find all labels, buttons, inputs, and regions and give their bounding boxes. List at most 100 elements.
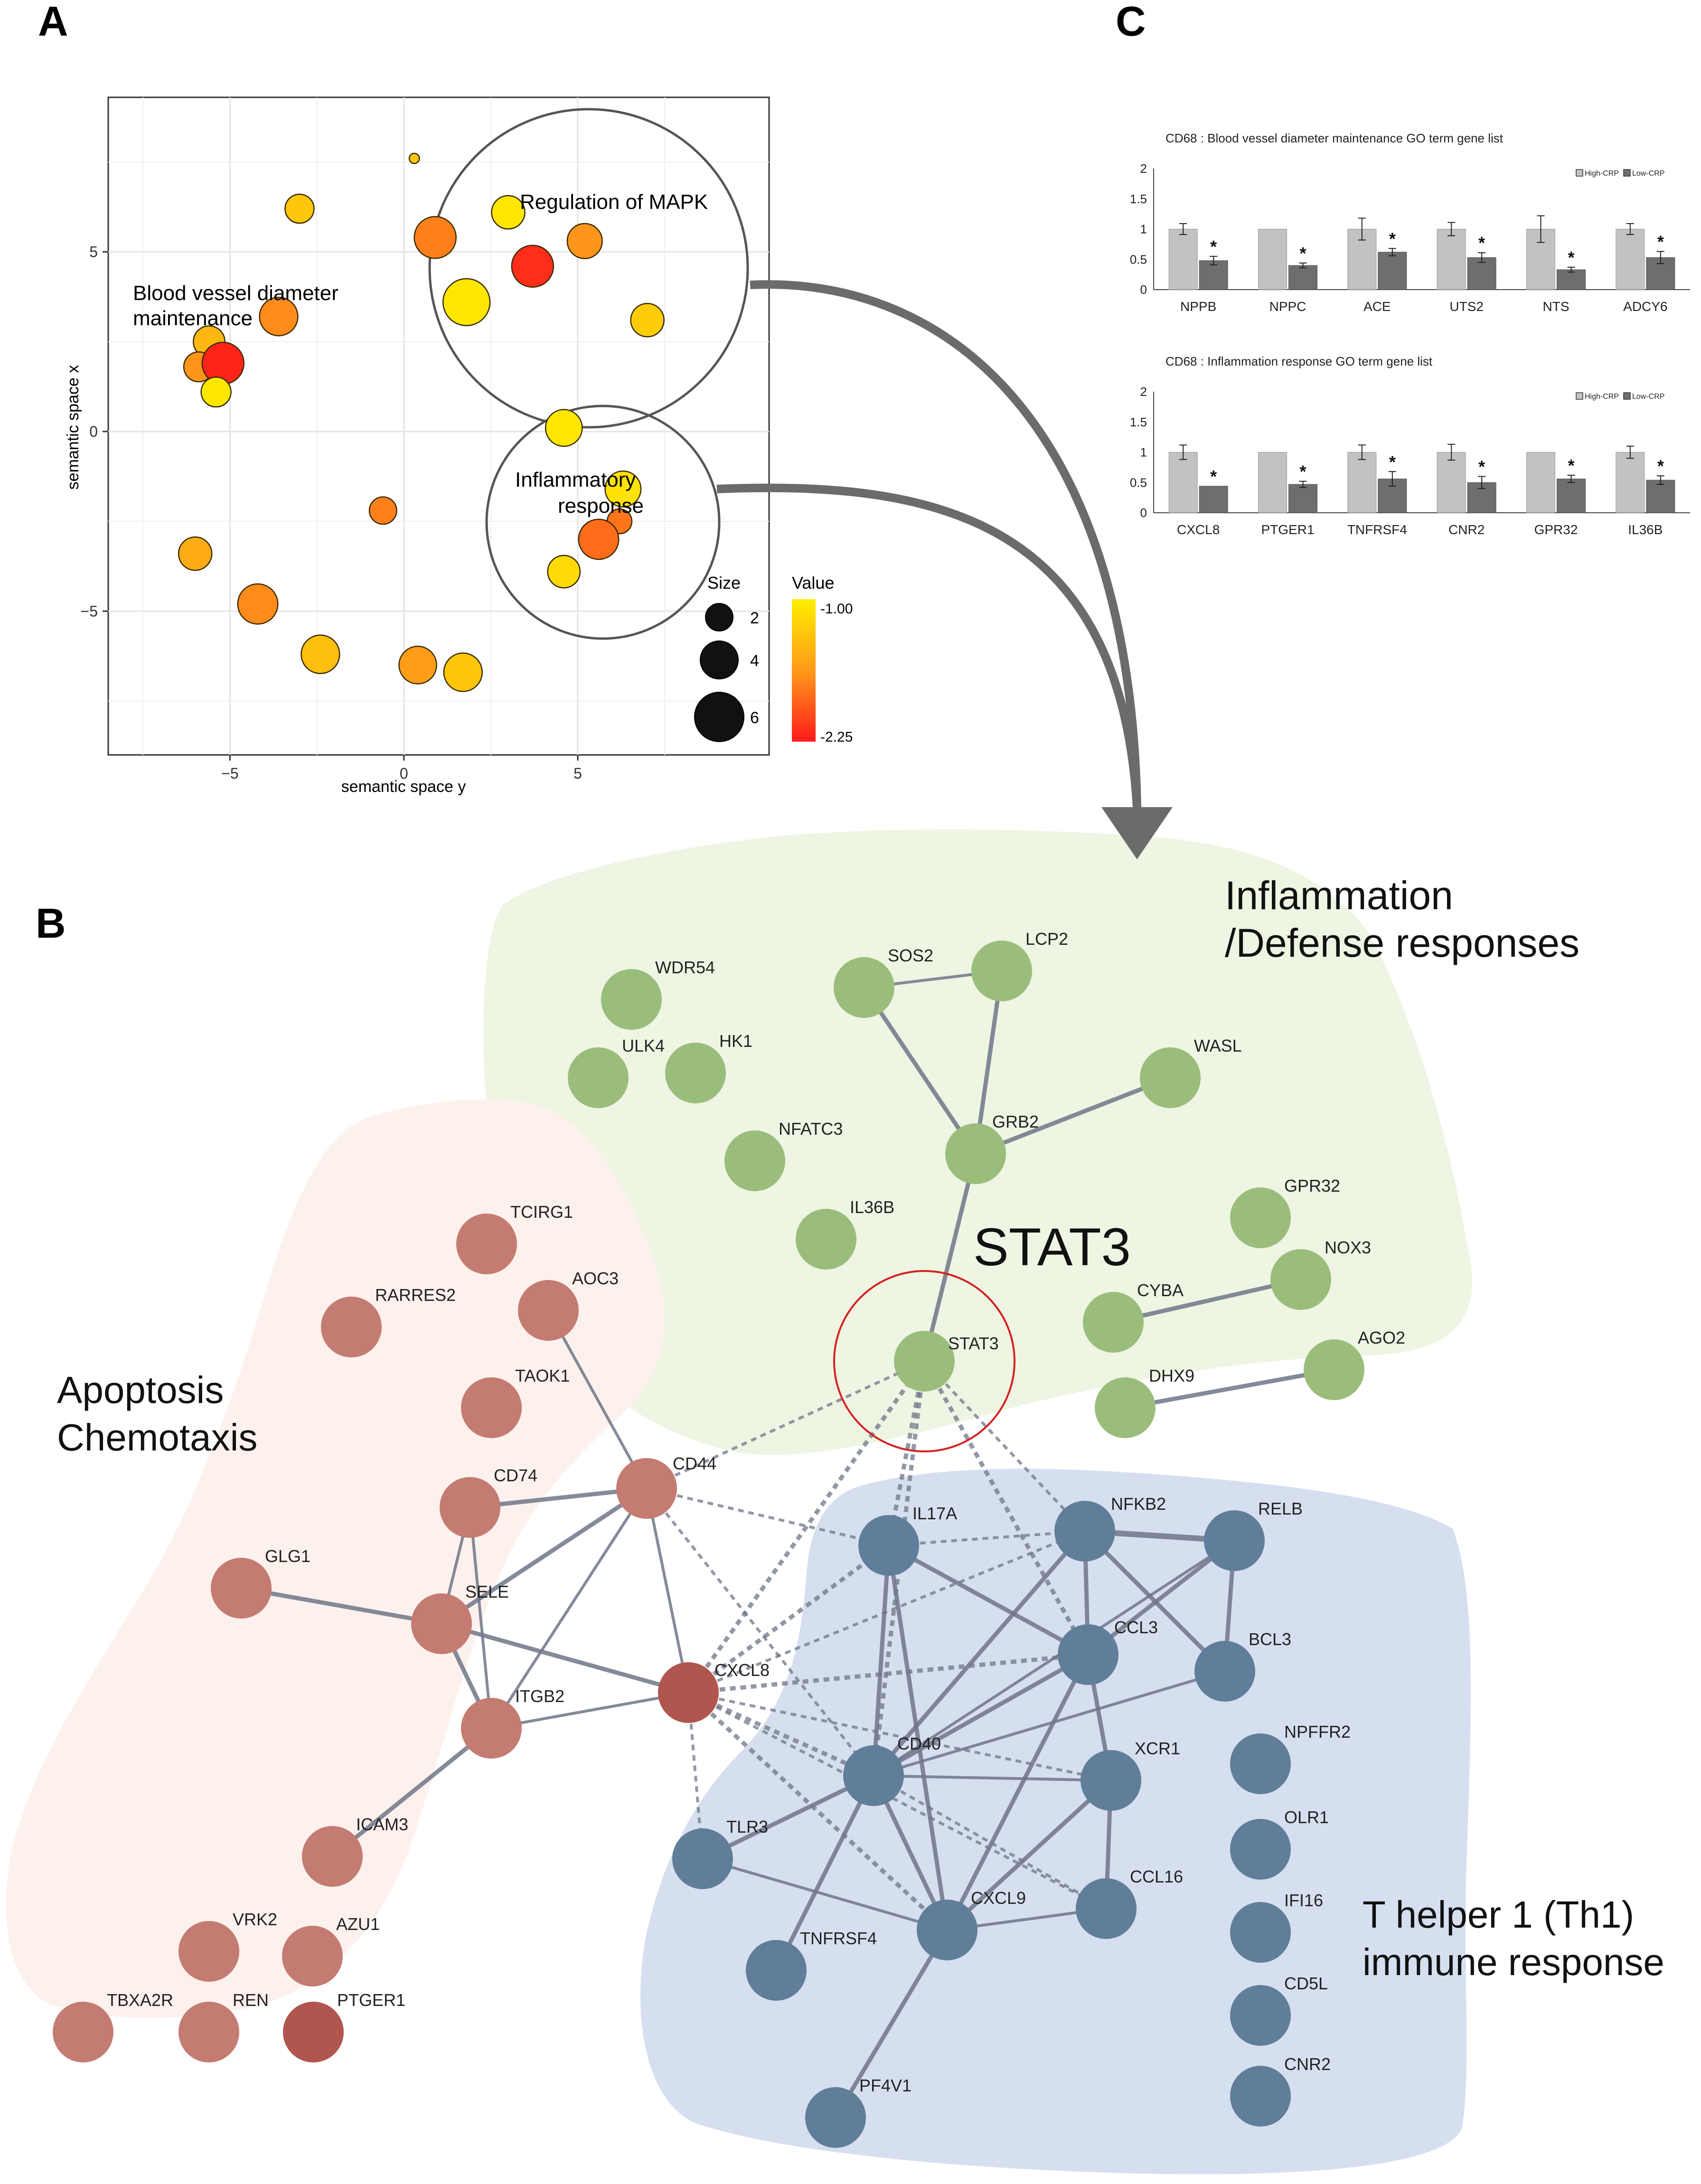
node-nfatc3[interactable]: NFATC3 (724, 1119, 843, 1191)
node-vrk2[interactable]: VRK2 (179, 1910, 277, 1982)
panel-label-a: A (38, 0, 68, 45)
node-ren[interactable]: REN (179, 1990, 269, 2062)
edge-glg1-sele (241, 1586, 442, 1626)
node-ulk4[interactable]: ULK4 (568, 1036, 665, 1108)
significance-marker: * (1299, 244, 1306, 263)
bar-category-label: TNFRSF4 (1347, 522, 1407, 537)
node-tbxa2r[interactable]: TBXA2R (53, 1990, 173, 2062)
node-sos2[interactable]: SOS2 (834, 946, 933, 1018)
node-circle (917, 1900, 977, 1960)
node-nfkb2[interactable]: NFKB2 (1054, 1494, 1166, 1562)
bubble (237, 583, 279, 625)
node-cxcl8[interactable]: CXCL8 (658, 1660, 770, 1723)
node-circle (665, 1043, 726, 1103)
legend-label-high: High-CRP (1585, 169, 1619, 178)
node-cyba[interactable]: CYBA (1083, 1280, 1184, 1353)
bubble (442, 278, 491, 327)
edge-cxcl8-cxcl9 (686, 1691, 949, 1932)
node-ago2[interactable]: AGO2 (1304, 1328, 1405, 1400)
node-wasl[interactable]: WASL (1140, 1036, 1242, 1108)
node-label: CD40 (897, 1734, 941, 1753)
node-cd40[interactable]: CD40 (843, 1734, 941, 1806)
bar-y-tick-label: 0 (1140, 282, 1147, 297)
size-legend-label-4: 4 (750, 652, 759, 670)
bubble (414, 216, 457, 259)
node-label: PF4V1 (859, 2076, 912, 2095)
node-circle (796, 1209, 856, 1270)
node-tnfrsf4[interactable]: TNFRSF4 (746, 1929, 877, 2001)
node-il36b[interactable]: IL36B (796, 1197, 894, 1270)
node-taok1[interactable]: TAOK1 (461, 1366, 570, 1438)
node-il17a[interactable]: IL17A (858, 1504, 957, 1576)
node-pf4v1[interactable]: PF4V1 (805, 2076, 912, 2148)
edge-stat3-cd40 (871, 1361, 927, 1776)
legend-swatch-high (1576, 392, 1583, 400)
node-relb[interactable]: RELB (1204, 1499, 1303, 1571)
cluster-label-mapk: Regulation of MAPK (520, 190, 708, 214)
node-sele[interactable]: SELE (411, 1582, 509, 1654)
node-circle (971, 941, 1032, 1001)
significance-marker: * (1568, 248, 1574, 267)
edge-cxcl9-pf4v1 (834, 1929, 949, 2119)
node-circle (1230, 1985, 1291, 2046)
node-glg1[interactable]: GLG1 (211, 1546, 310, 1619)
node-itgb2[interactable]: ITGB2 (461, 1686, 564, 1759)
edge-itgb2-cxcl8 (491, 1691, 689, 1730)
region-apoptosis-background (6, 1099, 665, 2018)
node-olr1[interactable]: OLR1 (1230, 1807, 1329, 1880)
bar-y-tick-label: 1.5 (1130, 192, 1147, 206)
node-gpr32[interactable]: GPR32 (1230, 1176, 1340, 1248)
node-ifi16[interactable]: IFI16 (1230, 1891, 1323, 1963)
node-lcp2[interactable]: LCP2 (971, 929, 1068, 1001)
node-grb2[interactable]: GRB2 (945, 1112, 1039, 1184)
node-nox3[interactable]: NOX3 (1270, 1238, 1371, 1310)
node-tlr3[interactable]: TLR3 (672, 1817, 768, 1889)
bar-low-crp (1557, 479, 1586, 513)
node-stat3[interactable]: STAT3 (894, 1331, 999, 1392)
bar-chart-blood-vessel: CD68 : Blood vessel diameter maintenance… (1130, 131, 1690, 314)
node-icam3[interactable]: ICAM3 (302, 1815, 408, 1887)
node-label: TCIRG1 (510, 1202, 573, 1222)
node-azu1[interactable]: AZU1 (282, 1914, 380, 1986)
bar-low-crp (1199, 486, 1228, 513)
edge-ago2-dhx9 (1125, 1367, 1334, 1410)
bar-high-crp (1437, 452, 1466, 513)
node-cd5l[interactable]: CD5L (1230, 1974, 1328, 2046)
node-label: RARRES2 (375, 1285, 456, 1305)
node-label: NOX3 (1325, 1238, 1371, 1257)
bar-y-tick-label: 0.5 (1130, 475, 1147, 490)
node-npffr2[interactable]: NPFFR2 (1230, 1722, 1351, 1794)
node-hk1[interactable]: HK1 (665, 1031, 752, 1103)
node-ccl16[interactable]: CCL16 (1076, 1867, 1183, 1939)
node-xcr1[interactable]: XCR1 (1081, 1739, 1180, 1811)
y-tick-label: −5 (81, 602, 98, 620)
bubble (511, 245, 554, 288)
edge-relb-cd40 (873, 1539, 1235, 1777)
node-label: OLR1 (1284, 1807, 1329, 1827)
node-circle (440, 1477, 500, 1538)
node-rarres2[interactable]: RARRES2 (321, 1285, 456, 1357)
edge-cd40-xcr1 (873, 1774, 1111, 1782)
node-ccl3[interactable]: CCL3 (1058, 1618, 1158, 1685)
bubbles (178, 152, 665, 692)
node-ptger1[interactable]: PTGER1 (283, 1990, 405, 2062)
node-bcl3[interactable]: BCL3 (1194, 1629, 1291, 1702)
node-wdr54[interactable]: WDR54 (601, 958, 715, 1030)
node-cd44[interactable]: CD44 (616, 1454, 716, 1519)
node-cxcl9[interactable]: CXCL9 (917, 1888, 1026, 1960)
node-circle (461, 1698, 522, 1759)
bar-category-label: CNR2 (1448, 522, 1485, 537)
bar-category-label: UTS2 (1449, 299, 1484, 314)
node-cd74[interactable]: CD74 (440, 1466, 537, 1538)
bar-low-crp (1378, 252, 1407, 290)
node-circle (1140, 1047, 1201, 1108)
bar-y-tick-label: 0.5 (1130, 252, 1147, 266)
node-label: CYBA (1137, 1280, 1184, 1300)
node-cnr2[interactable]: CNR2 (1230, 2054, 1331, 2127)
bar-y-tick-label: 2 (1140, 385, 1147, 399)
node-tcirg1[interactable]: TCIRG1 (456, 1202, 573, 1274)
node-circle (1204, 1510, 1265, 1571)
node-aoc3[interactable]: AOC3 (518, 1269, 619, 1341)
node-dhx9[interactable]: DHX9 (1095, 1366, 1194, 1438)
